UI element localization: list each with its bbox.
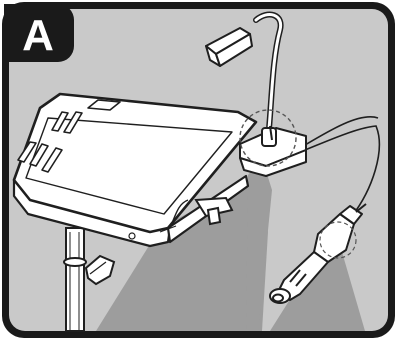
step-badge: A [4, 4, 74, 62]
table-post [64, 228, 86, 331]
step-badge-label: A [22, 11, 54, 60]
